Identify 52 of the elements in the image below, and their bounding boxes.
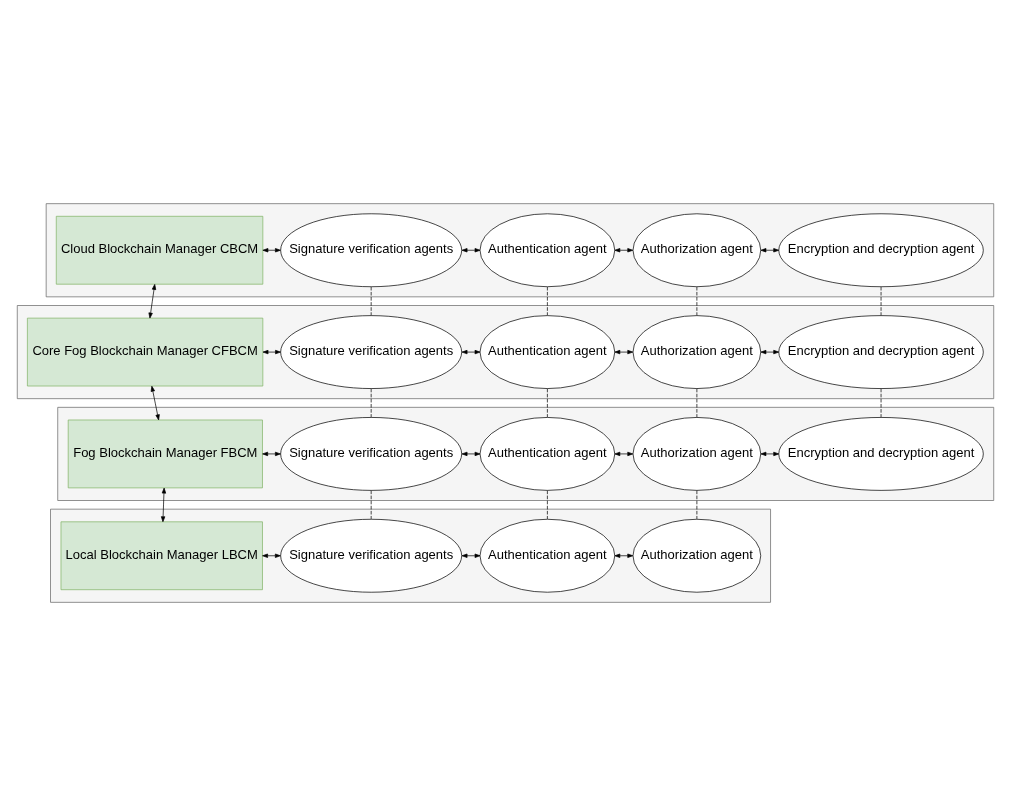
cluster bbox=[57, 406, 995, 501]
node-ellipse: Authentication agent bbox=[479, 212, 616, 287]
connector bbox=[547, 286, 548, 316]
connector bbox=[696, 489, 698, 519]
arrow bbox=[262, 349, 281, 354]
node-ellipse: Authorization agent bbox=[632, 314, 762, 389]
node-ellipse: Authentication agent bbox=[479, 416, 616, 491]
arrow bbox=[262, 247, 281, 252]
connector bbox=[547, 387, 548, 417]
arrow bbox=[461, 451, 481, 456]
node-ellipse: Authentication agent bbox=[479, 314, 616, 389]
connector bbox=[880, 286, 882, 316]
arrow bbox=[461, 247, 481, 252]
connector bbox=[370, 286, 372, 316]
arrow bbox=[148, 283, 157, 318]
connector bbox=[370, 489, 372, 519]
node-ellipse: Signature verification agents bbox=[280, 212, 463, 287]
node-ellipse: Encryption and decryption agent bbox=[778, 314, 984, 389]
node-box: Cloud Blockchain Manager CBCM bbox=[55, 215, 264, 285]
node-ellipse: Encryption and decryption agent bbox=[778, 416, 984, 491]
arrow bbox=[461, 553, 481, 558]
node-box: Core Fog Blockchain Manager CFBCM bbox=[27, 317, 264, 386]
cluster bbox=[45, 202, 995, 297]
arrow bbox=[760, 451, 780, 456]
node-ellipse: Encryption and decryption agent bbox=[778, 212, 984, 287]
arrow bbox=[614, 451, 634, 456]
node-ellipse: Authorization agent bbox=[632, 212, 762, 287]
arrow bbox=[614, 349, 634, 354]
arrow bbox=[262, 553, 281, 558]
arrow bbox=[760, 349, 780, 354]
connector bbox=[696, 387, 698, 417]
node-ellipse: Signature verification agents bbox=[280, 416, 463, 491]
node-ellipse: Signature verification agents bbox=[280, 518, 463, 593]
node-ellipse: Signature verification agents bbox=[280, 314, 463, 389]
arrow bbox=[614, 553, 634, 558]
connector bbox=[370, 387, 372, 417]
connector bbox=[880, 387, 882, 417]
cluster bbox=[16, 304, 995, 399]
node-box: Fog Blockchain Manager FBCM bbox=[67, 419, 263, 488]
arrow bbox=[461, 349, 481, 354]
arrow bbox=[262, 451, 281, 456]
arrow bbox=[160, 487, 167, 522]
node-ellipse: Authorization agent bbox=[632, 416, 762, 491]
node-box: Local Blockchain Manager LBCM bbox=[60, 520, 263, 590]
connector bbox=[547, 489, 548, 519]
arrow bbox=[760, 247, 780, 252]
arrow bbox=[614, 247, 634, 252]
cluster bbox=[50, 508, 771, 603]
node-ellipse: Authentication agent bbox=[479, 518, 616, 593]
connector bbox=[696, 286, 698, 316]
node-ellipse: Authorization agent bbox=[632, 518, 762, 593]
arrow bbox=[150, 385, 160, 420]
